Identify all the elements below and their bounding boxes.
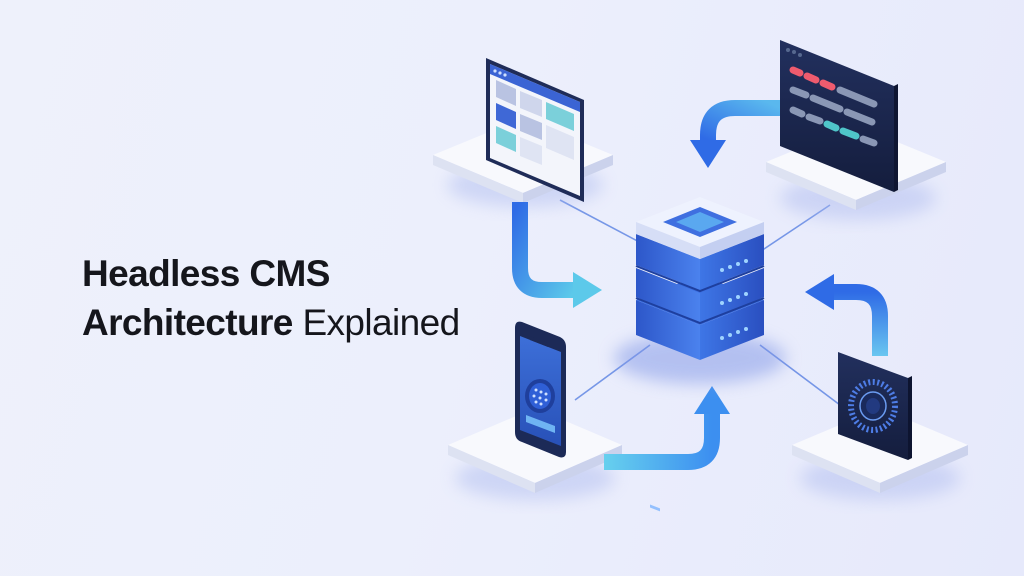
- arrow-web-to-hub: [512, 202, 602, 308]
- arrow-iot-to-hub: [805, 274, 888, 356]
- code-editor-icon: [780, 40, 898, 192]
- smartphone-icon: [515, 321, 566, 458]
- line-hub-web: [559, 199, 646, 246]
- title-line1: Headless CMS: [82, 253, 330, 294]
- server-stack-icon: [614, 197, 786, 512]
- arrow-code-to-web-direction: [690, 100, 780, 168]
- title-line2-bold: Architecture: [82, 302, 293, 343]
- arrow-mobile-to-hub: [604, 386, 730, 470]
- page-title: Headless CMS Architecture Explained: [82, 249, 460, 347]
- title-line2-regular: Explained: [302, 302, 460, 343]
- smart-device-icon: [838, 352, 912, 460]
- browser-window-icon: [486, 58, 584, 202]
